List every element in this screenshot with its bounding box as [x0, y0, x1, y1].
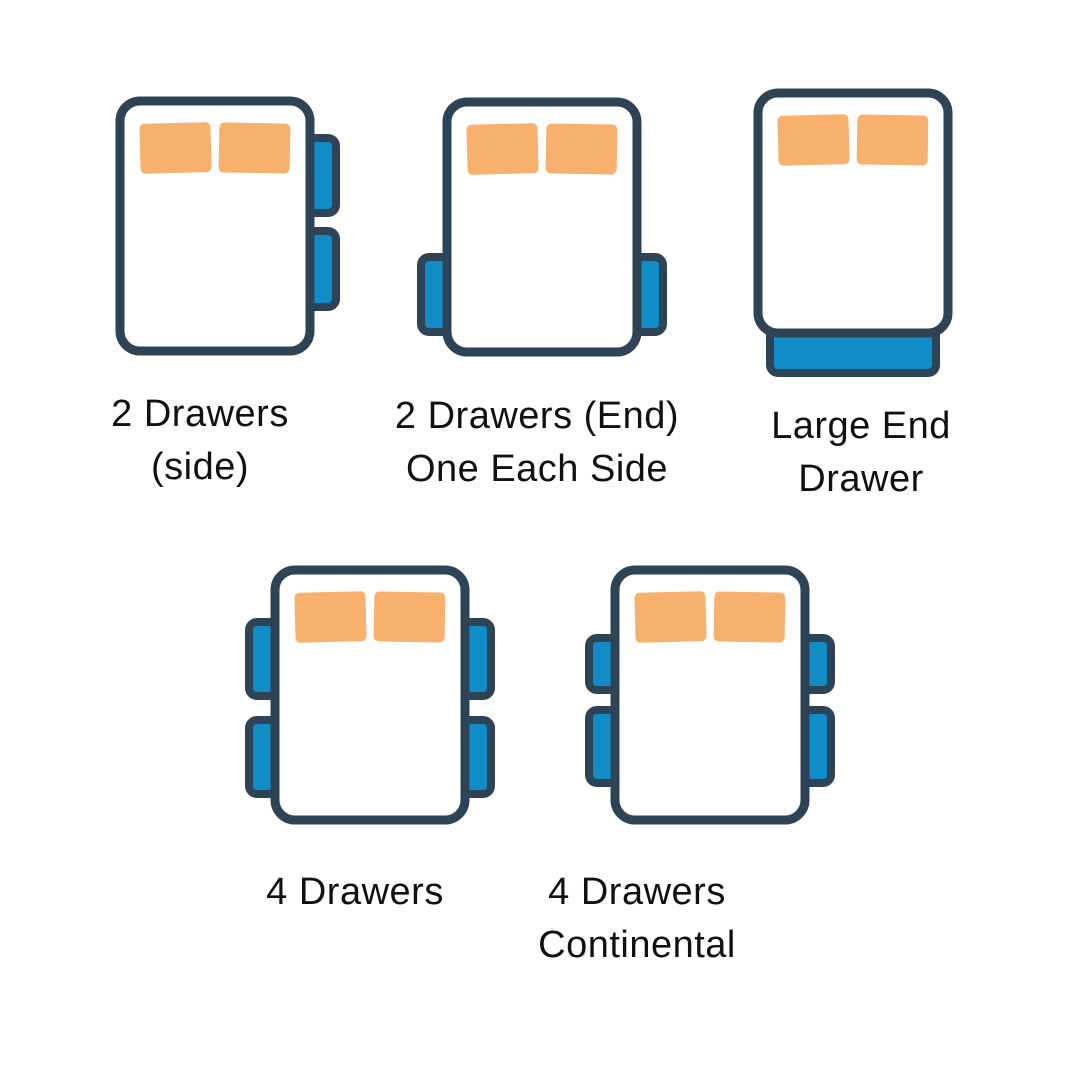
pillow-left-icon — [634, 591, 707, 643]
bed-label-4-drawers-continental: 4 Drawers Continental — [467, 866, 807, 972]
bed-label-line: One Each Side — [405, 448, 669, 490]
bed-label-line: 2 Drawers (End) — [394, 395, 680, 437]
bed-label-line: Large End — [771, 405, 951, 447]
pillow-left-icon — [466, 123, 539, 175]
bed-label-2-drawers-end: 2 Drawers (End) One Each Side — [367, 390, 707, 496]
bed-label-large-end-drawer: Large End Drawer — [691, 400, 1031, 506]
bed-label-line: 4 Drawers — [548, 871, 726, 913]
pillow-right-icon — [545, 123, 618, 175]
bed-label-line: (side) — [150, 446, 250, 488]
pillow-left-icon — [139, 122, 212, 174]
bed-label-line: 2 Drawers — [111, 393, 289, 435]
pillow-left-icon — [294, 591, 367, 643]
bed-label-line: 4 Drawers — [266, 871, 444, 913]
bed-label-line: Drawer — [798, 458, 924, 500]
bed-top-view-icon-2-drawers-end — [417, 97, 667, 357]
bed-top-view-icon-4-drawers — [245, 565, 495, 825]
bed-label-line: Continental — [538, 924, 736, 966]
pillow-right-icon — [218, 122, 291, 174]
bed-top-view-icon-4-drawers-continental — [585, 565, 835, 825]
pillow-right-icon — [373, 591, 446, 643]
bed-top-view-icon-2-drawers-side — [115, 96, 340, 356]
bed-label-4-drawers: 4 Drawers — [185, 866, 525, 919]
bed-top-view-icon-large-end-drawer — [753, 88, 953, 377]
bed-label-2-drawers-side: 2 Drawers (side) — [30, 388, 370, 494]
pillow-left-icon — [777, 114, 850, 166]
pillow-right-icon — [856, 114, 929, 166]
pillow-right-icon — [713, 591, 786, 643]
